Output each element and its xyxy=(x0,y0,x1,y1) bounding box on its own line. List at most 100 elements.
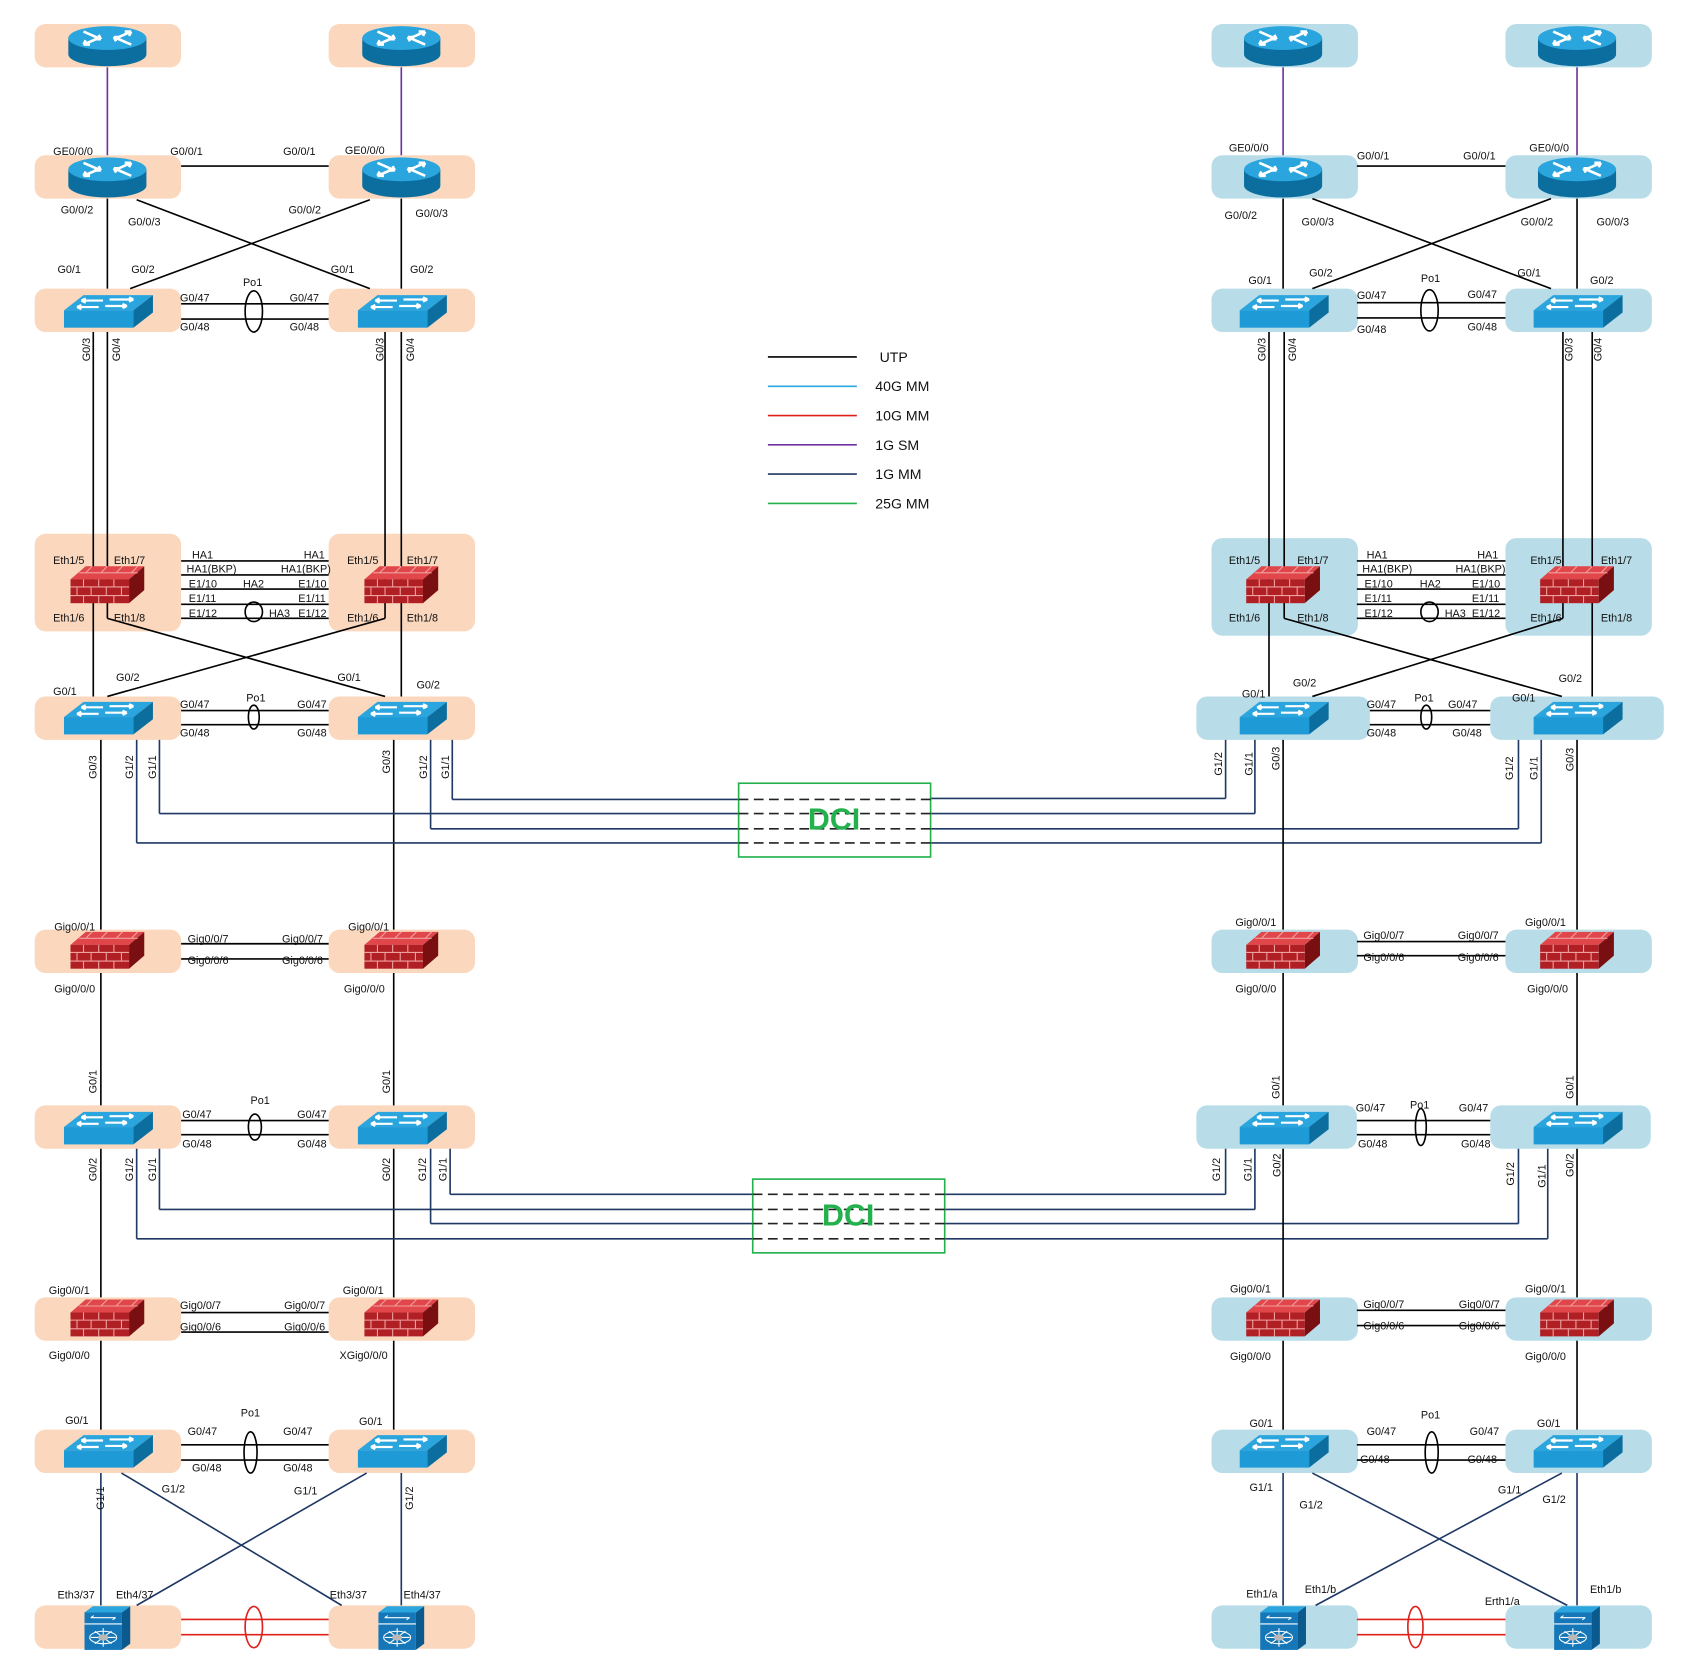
router-icon[interactable] xyxy=(1242,156,1324,199)
port-label: G0/48 xyxy=(283,1463,313,1475)
port-label: G0/48 xyxy=(192,1463,221,1475)
nexus-switch-icon[interactable] xyxy=(83,1605,131,1651)
port-label: G0/3 xyxy=(87,755,99,778)
port-label: E1/10 xyxy=(189,579,217,591)
port-label: G0/3 xyxy=(1256,338,1268,361)
switch-icon[interactable] xyxy=(1238,1110,1330,1146)
links xyxy=(92,67,1594,1649)
switch-icon[interactable] xyxy=(1532,1433,1624,1469)
router-icon[interactable] xyxy=(1536,156,1618,199)
nexus-switch-icon[interactable] xyxy=(377,1605,425,1651)
firewall-icon[interactable] xyxy=(1539,1298,1615,1337)
port-label: G1/2 xyxy=(1504,756,1516,779)
port-label: G1/1 xyxy=(95,1486,107,1509)
firewall-icon[interactable] xyxy=(69,931,145,970)
firewall-icon[interactable] xyxy=(1245,931,1321,970)
link-line xyxy=(121,1472,343,1607)
port-label: G1/2 xyxy=(1211,1158,1223,1181)
switch-icon[interactable] xyxy=(1238,294,1330,329)
firewall-icon[interactable] xyxy=(363,1298,439,1337)
switch-icon[interactable] xyxy=(1238,1433,1330,1469)
router-icon[interactable] xyxy=(67,156,148,199)
port-label: G0/0/1 xyxy=(1463,150,1496,162)
port-channel-bundle-icon xyxy=(1414,1107,1428,1147)
switch-icon[interactable] xyxy=(1532,1110,1624,1146)
switch-icon[interactable] xyxy=(356,1110,448,1146)
port-label: Gig0/0/7 xyxy=(282,933,323,945)
port-label: G0/47 xyxy=(297,1109,327,1121)
router-icon[interactable] xyxy=(1242,24,1324,68)
port-label: Eth1/7 xyxy=(114,555,145,567)
firewall-icon[interactable] xyxy=(1539,931,1615,970)
router-icon[interactable] xyxy=(1536,24,1618,68)
port-label: HA3 xyxy=(1445,608,1466,620)
firewall-icon[interactable] xyxy=(363,565,439,604)
port-label: HA2 xyxy=(243,579,264,591)
nexus-switch-icon[interactable] xyxy=(1259,1605,1307,1651)
firewall-icon[interactable] xyxy=(363,931,439,970)
port-label: HA2 xyxy=(1420,579,1441,591)
port-label: Gig0/0/1 xyxy=(54,921,95,933)
port-label: E1/12 xyxy=(189,608,217,620)
port-channel-bundle-icon xyxy=(1420,288,1440,332)
port-label: G0/2 xyxy=(381,1158,393,1181)
port-label: Gig0/0/7 xyxy=(180,1300,221,1312)
router-icon[interactable] xyxy=(67,24,148,68)
port-label: G0/2 xyxy=(1309,267,1332,279)
port-label: G0/47 xyxy=(1470,1426,1500,1438)
port-label: Gig0/0/0 xyxy=(344,983,385,995)
port-label: G0/2 xyxy=(1565,1153,1577,1176)
port-label: G0/48 xyxy=(1357,324,1387,336)
port-label: Gig0/0/6 xyxy=(1458,952,1499,964)
port-label: Gig0/0/6 xyxy=(188,955,229,967)
legend-label: 1G MM xyxy=(875,466,921,482)
port-label: HA3 xyxy=(269,608,290,620)
port-label: G0/47 xyxy=(1459,1103,1489,1115)
port-label: G0/2 xyxy=(1559,673,1582,685)
link-line xyxy=(1312,617,1564,698)
link-line xyxy=(129,198,371,290)
legend-label: 25G MM xyxy=(875,495,929,511)
port-label: G0/47 xyxy=(1367,1426,1397,1438)
switch-icon[interactable] xyxy=(356,1433,448,1469)
port-label: G0/48 xyxy=(1360,1454,1390,1466)
switch-icon[interactable] xyxy=(62,1110,155,1146)
firewall-icon[interactable] xyxy=(1539,565,1615,604)
switch-icon[interactable] xyxy=(1532,700,1624,736)
port-label: G0/3 xyxy=(375,338,387,361)
port-label: G1/1 xyxy=(438,1158,450,1181)
router-icon[interactable] xyxy=(360,24,442,68)
port-label: Eth1/7 xyxy=(1297,555,1328,567)
port-label: G0/0/3 xyxy=(1597,216,1630,228)
firewall-icon[interactable] xyxy=(69,565,145,604)
firewall-icon[interactable] xyxy=(1245,1298,1321,1337)
port-label: Eth1/b xyxy=(1590,1584,1621,1596)
switch-icon[interactable] xyxy=(1238,700,1330,736)
link-line xyxy=(1315,1472,1563,1607)
port-label: G0/48 xyxy=(1467,1454,1497,1466)
port-label: G1/1 xyxy=(294,1485,317,1497)
port-label: G0/2 xyxy=(416,680,439,692)
port-label: Gig0/0/7 xyxy=(1363,930,1404,942)
port-label: G0/2 xyxy=(1272,1153,1284,1176)
nexus-switch-icon[interactable] xyxy=(1553,1605,1601,1651)
switch-icon[interactable] xyxy=(356,700,448,736)
switch-icon[interactable] xyxy=(1532,294,1624,329)
switch-icon[interactable] xyxy=(62,294,155,329)
switch-icon[interactable] xyxy=(356,294,448,329)
firewall-icon[interactable] xyxy=(1245,565,1321,604)
legend-label: 40G MM xyxy=(875,378,929,394)
port-label: Eth1/8 xyxy=(114,612,145,624)
switch-icon[interactable] xyxy=(62,700,155,736)
port-label: E1/12 xyxy=(1472,608,1500,620)
firewall-icon[interactable] xyxy=(69,1298,145,1337)
router-icon[interactable] xyxy=(360,156,442,199)
port-label: G0/47 xyxy=(290,292,320,304)
port-label: G0/47 xyxy=(1467,289,1497,301)
port-label: Po1 xyxy=(1414,693,1433,705)
switch-icon[interactable] xyxy=(62,1433,155,1469)
port-label: G1/2 xyxy=(124,755,136,778)
port-label: G0/47 xyxy=(297,699,327,711)
